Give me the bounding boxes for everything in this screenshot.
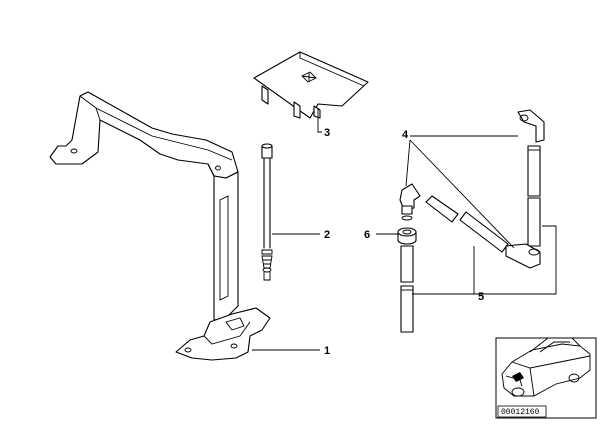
elbow-connector-top[interactable] <box>517 109 545 143</box>
callout-4: 4 <box>402 129 409 141</box>
cover-part[interactable] <box>253 51 369 119</box>
tee-connector[interactable] <box>505 243 541 269</box>
elbow-connector-left[interactable] <box>399 183 421 221</box>
hose-diagonal-2[interactable] <box>459 211 509 253</box>
hose-left-upper[interactable] <box>400 245 414 283</box>
car-icon <box>501 337 591 397</box>
hose-diagonal-1[interactable] <box>425 195 459 223</box>
callout-5: 5 <box>478 291 484 303</box>
callout-1: 1 <box>324 345 330 357</box>
callout-2: 2 <box>324 229 330 241</box>
hose-vertical-upper[interactable] <box>527 145 541 197</box>
bolt-part[interactable] <box>261 143 273 281</box>
bracket-part[interactable] <box>49 91 271 361</box>
hose-vertical-lower[interactable] <box>527 197 541 247</box>
callout-6: 6 <box>364 229 370 241</box>
grommet-part[interactable] <box>397 227 417 245</box>
callout-3: 3 <box>324 127 330 139</box>
hose-left-lower[interactable] <box>400 285 414 333</box>
leader-lines <box>252 108 557 351</box>
car-thumbnail[interactable]: 00012160 <box>495 337 597 419</box>
thumbnail-ref-code: 00012160 <box>501 408 540 417</box>
